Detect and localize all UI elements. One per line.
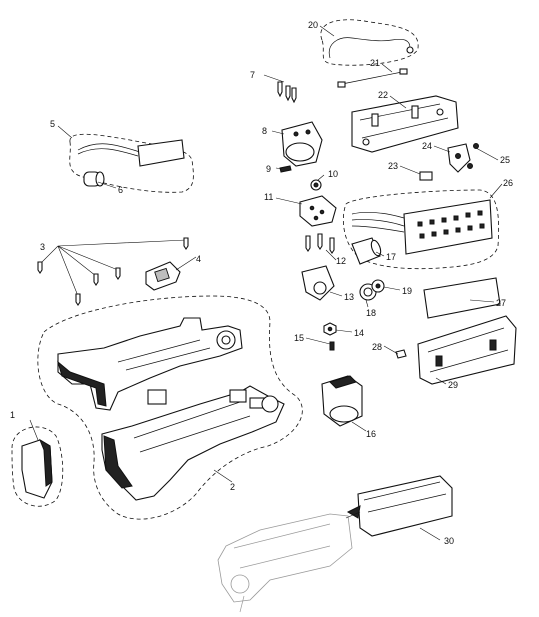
part-15-spring [329, 341, 335, 351]
part-11-switch-plate [299, 195, 337, 227]
callout-28: 28 [372, 342, 382, 352]
part-30-battery-pack [217, 475, 453, 613]
part-3-terminal-set [37, 237, 189, 306]
part-5-cable-board [69, 133, 194, 193]
part-1-end-cap [11, 426, 64, 507]
part-12-contacts [305, 233, 335, 254]
callout-8: 8 [262, 126, 267, 136]
part-16-gear-cup [321, 375, 363, 427]
callout-13: 13 [344, 292, 354, 302]
part-26-circuit-board [343, 189, 500, 270]
part-20-wire-harness [320, 19, 419, 66]
callout-30: 30 [444, 536, 454, 546]
part-25-screws [467, 143, 479, 169]
callout-4: 4 [196, 254, 201, 264]
callout-19: 19 [402, 286, 412, 296]
part-28-clip [395, 349, 407, 359]
part-27-plate [423, 277, 501, 319]
callout-6: 6 [118, 185, 123, 195]
callout-12: 12 [336, 256, 346, 266]
callout-14: 14 [354, 328, 364, 338]
part-6-plug [83, 171, 105, 187]
callout-25: 25 [500, 155, 510, 165]
part-21-wire-clips [337, 68, 408, 88]
callout-17: 17 [386, 252, 396, 262]
callout-23: 23 [388, 161, 398, 171]
part-8-cap [281, 121, 323, 167]
part-19-washer [371, 279, 385, 293]
callout-10: 10 [328, 169, 338, 179]
part-14-nut [323, 322, 337, 336]
callout-9: 9 [266, 164, 271, 174]
callout-7: 7 [250, 70, 255, 80]
part-10-nut [310, 179, 322, 191]
callout-5: 5 [50, 119, 55, 129]
callout-1: 1 [10, 410, 15, 420]
part-13-bracket [301, 265, 335, 301]
callout-21: 21 [370, 58, 380, 68]
leader-lines [29, 25, 503, 541]
callout-11: 11 [264, 192, 273, 202]
callout-labels: 1 2 3 4 5 6 7 8 9 10 11 12 13 14 15 16 1… [10, 20, 513, 546]
callout-3: 3 [40, 242, 45, 252]
callout-24: 24 [422, 141, 432, 151]
part-9-spring [279, 165, 292, 173]
part-17-sleeve [351, 237, 382, 265]
callout-27: 27 [496, 298, 506, 308]
callout-16: 16 [366, 429, 376, 439]
part-7-terminals [277, 81, 297, 104]
callout-22: 22 [378, 90, 388, 100]
callout-20: 20 [308, 20, 318, 30]
part-29-battery-housing-bottom [417, 315, 517, 385]
part-2-main-housing [37, 295, 303, 520]
part-22-battery-housing-top [351, 95, 459, 153]
part-23-clip [419, 171, 433, 181]
part-24-bracket [447, 143, 471, 173]
callout-2: 2 [230, 482, 235, 492]
callout-18: 18 [366, 308, 376, 318]
callout-15: 15 [294, 333, 304, 343]
callout-29: 29 [448, 380, 458, 390]
part-4-switch [145, 261, 181, 291]
callout-26: 26 [503, 178, 513, 188]
